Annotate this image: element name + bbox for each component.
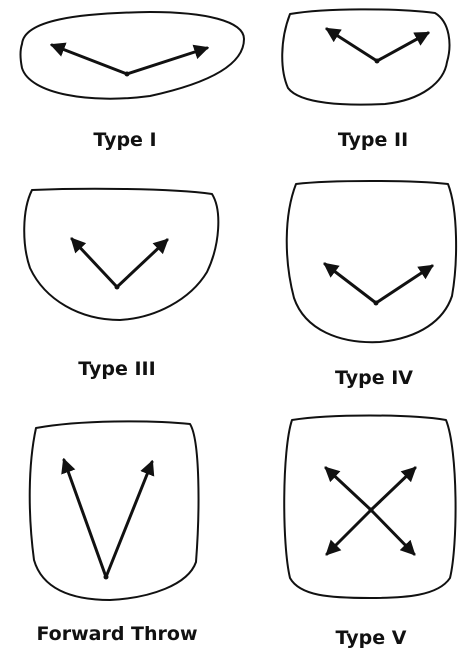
type-4-left-arrow (325, 264, 376, 303)
type-4-outline (287, 181, 456, 342)
diagram-type-1: Type I (21, 12, 245, 151)
type-3-origin-dot (115, 285, 120, 290)
type-3-outline (24, 189, 218, 320)
forward-throw-outline (30, 421, 199, 600)
type-1-outline (21, 12, 245, 99)
type-5-upper-left-arrow (326, 468, 371, 510)
type-2-right-arrow (377, 33, 428, 61)
type-5-outline (284, 416, 455, 599)
diagram-forward-throw: Forward Throw (30, 421, 199, 645)
type-4-origin-dot (374, 301, 379, 306)
type-3-left-arrow (72, 239, 117, 287)
type-2-left-arrow (327, 29, 377, 61)
type-5-lower-right-arrow (371, 510, 414, 554)
type-1-right-arrow (127, 48, 207, 74)
diagram-type-2: Type II (282, 9, 449, 151)
type-2-outline (282, 9, 449, 104)
type-1-origin-dot (125, 72, 130, 77)
type-2-origin-dot (375, 59, 380, 64)
diagram-type-5: Type V (284, 416, 455, 650)
caption-type-2: Type II (338, 129, 408, 151)
diagram-type-3: Type III (24, 189, 218, 380)
type-5-lower-left-arrow (327, 510, 371, 554)
type-5-origin-dot (369, 508, 374, 513)
type-5-upper-right-arrow (371, 468, 415, 510)
forward-throw-origin-dot (104, 575, 109, 580)
forward-throw-left-arrow (64, 460, 106, 577)
caption-type-5: Type V (336, 627, 407, 649)
caption-type-1: Type I (93, 129, 156, 151)
type-1-left-arrow (52, 45, 127, 74)
caption-type-4: Type IV (335, 367, 413, 389)
caption-forward-throw: Forward Throw (36, 623, 197, 645)
forward-throw-right-arrow (106, 462, 152, 577)
type-3-right-arrow (117, 240, 167, 287)
diagram-type-4: Type IV (287, 181, 456, 389)
type-4-right-arrow (376, 266, 432, 303)
caption-type-3: Type III (78, 358, 155, 380)
